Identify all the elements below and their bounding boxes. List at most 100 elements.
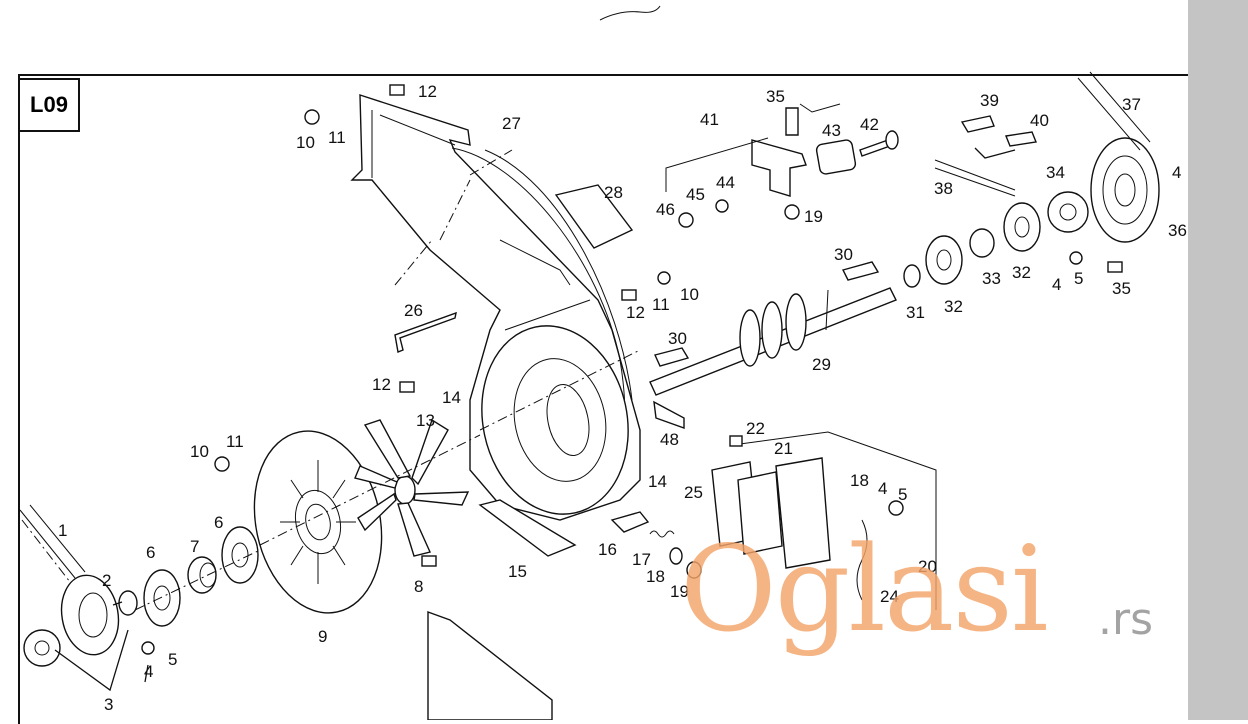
fasteners <box>141 84 1123 655</box>
label-28: 28 <box>604 183 623 202</box>
frame-20 <box>775 457 831 569</box>
label-37: 37 <box>1122 95 1141 114</box>
bolt-35-top <box>785 107 799 136</box>
label-30: 30 <box>668 329 687 348</box>
label-19: 19 <box>670 582 689 601</box>
label-30: 30 <box>834 245 853 264</box>
diagram-frame <box>18 74 1188 724</box>
label-1: 1 <box>58 521 67 540</box>
label-31: 31 <box>906 303 925 322</box>
fan-disc-9 <box>253 430 383 614</box>
flange-32-right <box>1003 202 1041 252</box>
cover-plate-28 <box>554 184 634 249</box>
label-7: 7 <box>190 537 199 556</box>
label-34: 34 <box>1046 163 1065 182</box>
label-43: 43 <box>822 121 841 140</box>
label-4: 4 <box>1052 275 1061 294</box>
label-48: 48 <box>660 430 679 449</box>
label-6: 6 <box>214 513 223 532</box>
label-10: 10 <box>190 442 209 461</box>
label-33: 33 <box>982 269 1001 288</box>
diagram-drawing: 12 10 11 27 28 26 35 41 43 42 46 45 44 1… <box>19 5 1187 720</box>
roller-43 <box>815 139 857 175</box>
label-2: 2 <box>102 571 111 590</box>
scan-speck <box>599 5 661 21</box>
label-20: 20 <box>918 557 937 576</box>
label-18: 18 <box>646 567 665 586</box>
label-35: 35 <box>1112 279 1131 298</box>
label-11: 11 <box>652 295 670 314</box>
label-9: 9 <box>318 627 327 646</box>
label-5: 5 <box>168 650 177 669</box>
label-35: 35 <box>766 87 785 106</box>
washer-31 <box>903 264 921 288</box>
label-21: 21 <box>774 439 793 458</box>
spring-17 <box>649 530 675 538</box>
label-29: 29 <box>812 355 831 374</box>
label-18: 18 <box>850 471 869 490</box>
label-4: 4 <box>878 479 887 498</box>
label-5: 5 <box>898 485 907 504</box>
sprocket-34 <box>1047 191 1089 233</box>
label-39: 39 <box>980 91 999 110</box>
rod-26 <box>394 311 457 353</box>
label-46: 46 <box>656 200 675 219</box>
flange-6-left <box>143 569 181 627</box>
pulley-36 <box>1090 137 1160 243</box>
flange-32-left <box>925 235 963 285</box>
label-44: 44 <box>716 173 735 192</box>
chain-link-39 <box>960 115 995 133</box>
bracket-48 <box>653 400 685 429</box>
label-36: 36 <box>1168 221 1187 240</box>
blower-housing <box>350 94 641 521</box>
washer-18 <box>669 547 683 565</box>
key-30-lower <box>654 347 690 367</box>
part-number-labels: 12 10 11 27 28 26 35 41 43 42 46 45 44 1… <box>58 82 1187 714</box>
label-12: 12 <box>418 82 437 101</box>
key-30-upper <box>841 261 880 281</box>
label-11: 11 <box>328 128 346 147</box>
nut-19 <box>686 561 702 579</box>
label-41: 41 <box>700 110 719 129</box>
chain-24 <box>856 519 868 601</box>
label-6: 6 <box>146 543 155 562</box>
label-32: 32 <box>944 297 963 316</box>
label-5: 5 <box>1074 269 1083 288</box>
clip-16 <box>610 511 650 533</box>
watermark-tld: .rs <box>1098 594 1153 645</box>
belt-1 <box>19 504 86 579</box>
label-12: 12 <box>372 375 391 394</box>
bearing-7 <box>187 556 217 594</box>
label-38: 38 <box>934 179 953 198</box>
label-17: 17 <box>632 550 651 569</box>
label-3: 3 <box>104 695 113 714</box>
label-13: 13 <box>416 411 435 430</box>
auger-shaft-29 <box>649 287 897 396</box>
label-15: 15 <box>508 562 527 581</box>
label-4: 4 <box>1172 163 1181 182</box>
plate-21 <box>737 471 783 555</box>
label-12: 12 <box>626 303 645 322</box>
label-24: 24 <box>880 587 899 606</box>
label-42: 42 <box>860 115 879 134</box>
label-8: 8 <box>414 577 423 596</box>
watermark-brand: Oglasi <box>680 520 1049 658</box>
label-16: 16 <box>598 540 617 559</box>
label-25: 25 <box>684 483 703 502</box>
label-27: 27 <box>502 114 521 133</box>
label-4: 4 <box>144 662 153 681</box>
chain-link-40 <box>1005 131 1037 147</box>
funnel-chute <box>427 611 553 720</box>
sprocket-3 <box>23 629 61 667</box>
chain-38 <box>934 159 1016 197</box>
label-40: 40 <box>1030 111 1049 130</box>
section-code: L09 <box>30 92 68 117</box>
pulley-2 <box>60 574 138 656</box>
belt-37 <box>1077 71 1151 151</box>
fan-impeller-13 <box>354 418 470 557</box>
label-45: 45 <box>686 185 705 204</box>
label-10: 10 <box>296 133 315 152</box>
section-code-box: L09 <box>18 78 80 132</box>
label-22: 22 <box>746 419 765 438</box>
watermark-logo: Oglasi .rs <box>680 530 1200 678</box>
